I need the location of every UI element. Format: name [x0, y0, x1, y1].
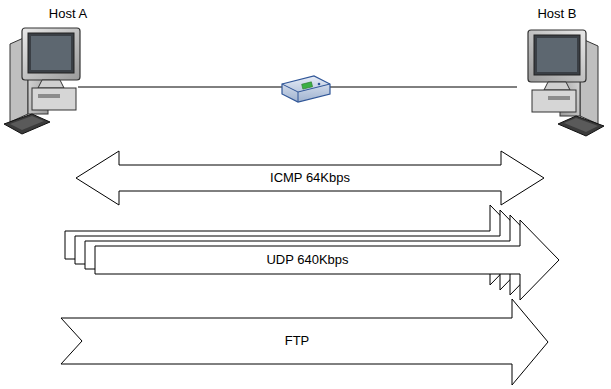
traffic-label: UDP 640Kbps — [95, 246, 520, 274]
computer-icon — [2, 22, 97, 140]
notched-arrow: FTP — [60, 298, 550, 386]
router-icon — [276, 72, 336, 106]
bidirectional-arrow: ICMP 64Kbps — [75, 150, 545, 206]
host-label: Host B — [527, 6, 587, 22]
traffic-label: FTP — [82, 318, 512, 364]
stacked-arrow: UDP 640Kbps — [60, 205, 560, 305]
host-computer: Host B — [505, 6, 609, 136]
host-label: Host A — [38, 6, 98, 22]
computer-icon — [511, 24, 606, 142]
traffic-label: ICMP 64Kbps — [119, 165, 501, 191]
host-computer: Host A — [0, 6, 100, 132]
